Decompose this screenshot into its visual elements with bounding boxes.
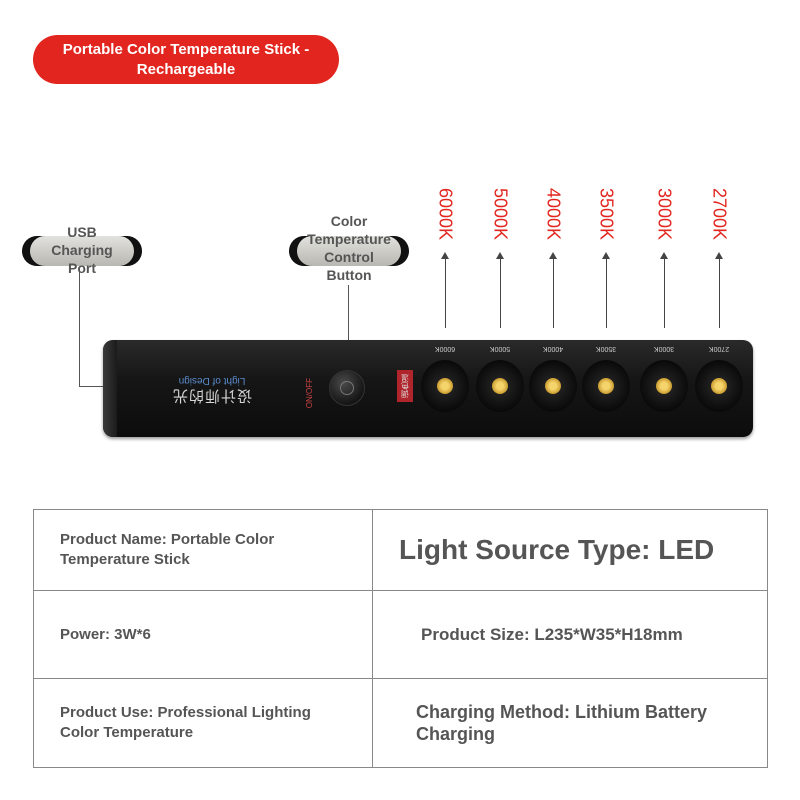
usb-leader-line	[79, 267, 80, 387]
banner-line-1: Portable Color Temperature Stick -	[62, 40, 310, 58]
spec-light-source: Light Source Type: LED	[372, 509, 768, 591]
mode-label: 调色温	[397, 370, 413, 402]
led-1	[476, 360, 524, 412]
arrow-up-icon	[660, 252, 668, 259]
power-button[interactable]	[329, 370, 365, 406]
led-bulb-icon	[656, 378, 672, 394]
temp-label-2: 4000K	[543, 188, 564, 241]
temp-label-4: 3000K	[654, 188, 675, 241]
control-callout-pill	[289, 236, 409, 266]
arrow-line	[606, 258, 607, 328]
spec-charging: Charging Method: Lithium Battery Chargin…	[372, 678, 768, 768]
specs-table: Product Name: Portable Color Temperature…	[33, 509, 768, 768]
led-4	[640, 360, 688, 412]
spec-size: Product Size: L235*W35*H18mm	[372, 590, 768, 679]
usb-callout-pill	[22, 236, 142, 266]
table-row: Product Use: Professional Lighting Color…	[33, 678, 768, 768]
temp-label-1: 5000K	[490, 188, 511, 241]
usb-callout-label: USB Charging Port	[51, 224, 113, 276]
led-bulb-icon	[437, 378, 453, 394]
on-off-label: ON/OFF	[305, 378, 314, 409]
control-callout-label: Color Temperature Control Button	[307, 213, 391, 283]
spec-product-name: Product Name: Portable Color Temperature…	[33, 509, 373, 591]
led-bulb-icon	[598, 378, 614, 394]
led-3	[582, 360, 630, 412]
arrow-line	[500, 258, 501, 328]
led-bulb-icon	[492, 378, 508, 394]
banner-line-2: Rechargeable	[136, 60, 236, 78]
title-banner: Portable Color Temperature Stick - Recha…	[33, 35, 339, 84]
brand-logo: 设计师的光 Light of Design	[172, 375, 253, 404]
led-5	[695, 360, 743, 412]
led-bulb-icon	[545, 378, 561, 394]
arrow-up-icon	[602, 252, 610, 259]
table-row: Product Name: Portable Color Temperature…	[33, 509, 768, 591]
temp-label-5: 2700K	[709, 188, 730, 241]
usb-port-end	[103, 340, 117, 437]
spec-power: Power: 3W*6	[33, 590, 373, 679]
arrow-up-icon	[496, 252, 504, 259]
arrow-line	[445, 258, 446, 328]
led-tick-label: 5000K	[489, 345, 511, 352]
table-row: Power: 3W*6 Product Size: L235*W35*H18mm	[33, 590, 768, 679]
led-tick-label: 6000K	[434, 345, 456, 352]
arrow-up-icon	[715, 252, 723, 259]
control-leader-line	[348, 285, 349, 345]
arrow-up-icon	[549, 252, 557, 259]
arrow-line	[553, 258, 554, 328]
spec-use: Product Use: Professional Lighting Color…	[33, 678, 373, 768]
led-2	[529, 360, 577, 412]
arrow-line	[664, 258, 665, 328]
led-tick-label: 3000K	[653, 345, 675, 352]
led-tick-label: 3500K	[595, 345, 617, 352]
arrow-line	[719, 258, 720, 328]
led-tick-label: 4000K	[542, 345, 564, 352]
temp-label-0: 6000K	[435, 188, 456, 241]
led-0	[421, 360, 469, 412]
led-bulb-icon	[711, 378, 727, 394]
led-tick-label: 2700K	[708, 345, 730, 352]
temp-label-3: 3500K	[596, 188, 617, 241]
arrow-up-icon	[441, 252, 449, 259]
